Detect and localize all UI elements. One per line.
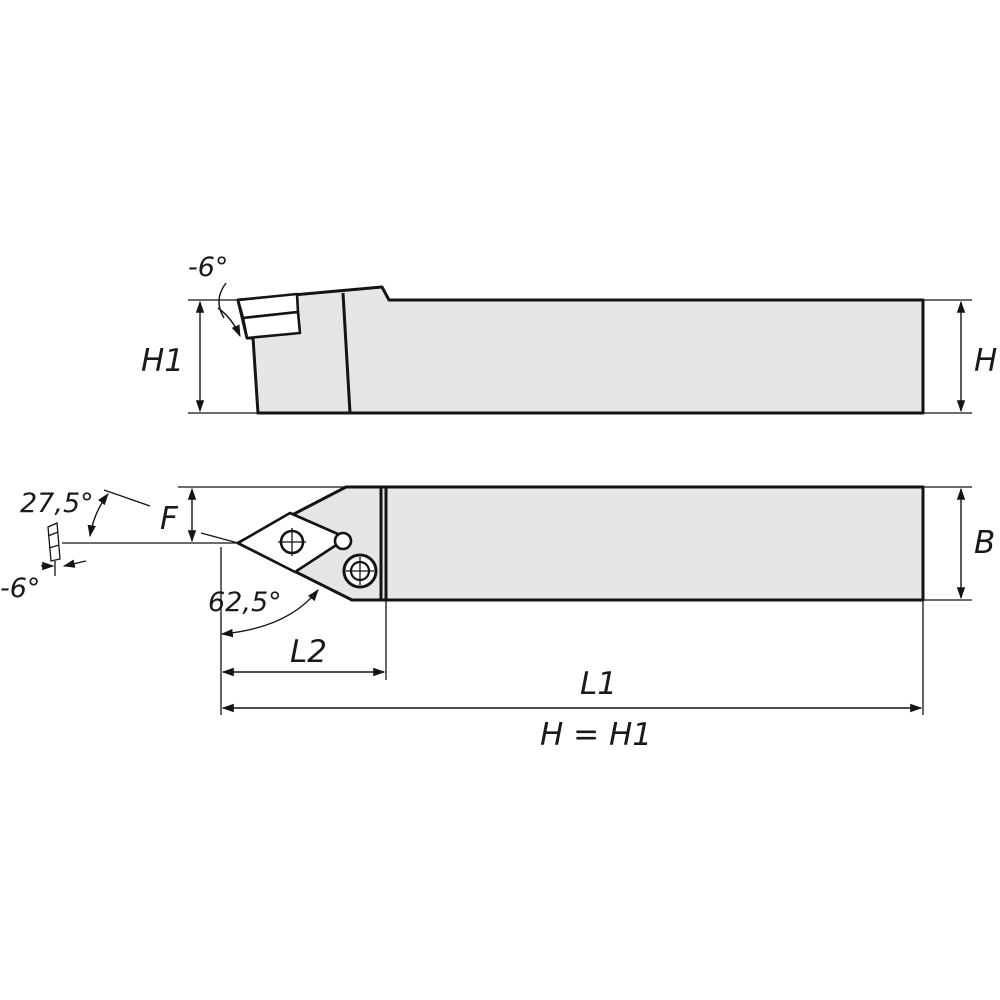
inclination-symbol-line-2	[48, 544, 60, 549]
inclination-symbol-line-1	[47, 531, 59, 537]
inclination-angle-label: -6°	[0, 573, 40, 604]
rake-angle-arc-lower	[217, 307, 241, 338]
inclination-insert-symbol	[47, 522, 61, 562]
approach-angle-arc	[87, 493, 109, 538]
rake-angle-arc-upper	[218, 282, 227, 319]
side-rake-angle-label: -6°	[188, 252, 228, 283]
l1-label: L1	[580, 666, 617, 702]
h-equals-h1-note: H = H1	[540, 717, 652, 753]
top-view: F B 27,5° -6° 62,5° L2 L1 H = H1	[0, 485, 995, 753]
side-view: H1 H -6°	[141, 252, 997, 415]
lead-angle-label: 62,5°	[208, 587, 282, 618]
locating-pin	[333, 531, 353, 551]
side-view-head-edge	[341, 292, 352, 414]
h-label: H	[974, 343, 997, 379]
side-view-shim	[241, 310, 302, 340]
lead-angle-reference-line	[200, 532, 239, 544]
f-label: F	[160, 501, 179, 537]
approach-angle-reference-line	[103, 489, 151, 507]
lead-angle-arc	[220, 589, 319, 638]
h1-label: H1	[141, 343, 184, 379]
b-label: B	[974, 525, 995, 561]
approach-angle-label: 27,5°	[20, 488, 94, 519]
side-view-shank	[236, 285, 925, 415]
inclination-arrow-right	[62, 559, 87, 568]
l2-label: L2	[290, 634, 327, 670]
